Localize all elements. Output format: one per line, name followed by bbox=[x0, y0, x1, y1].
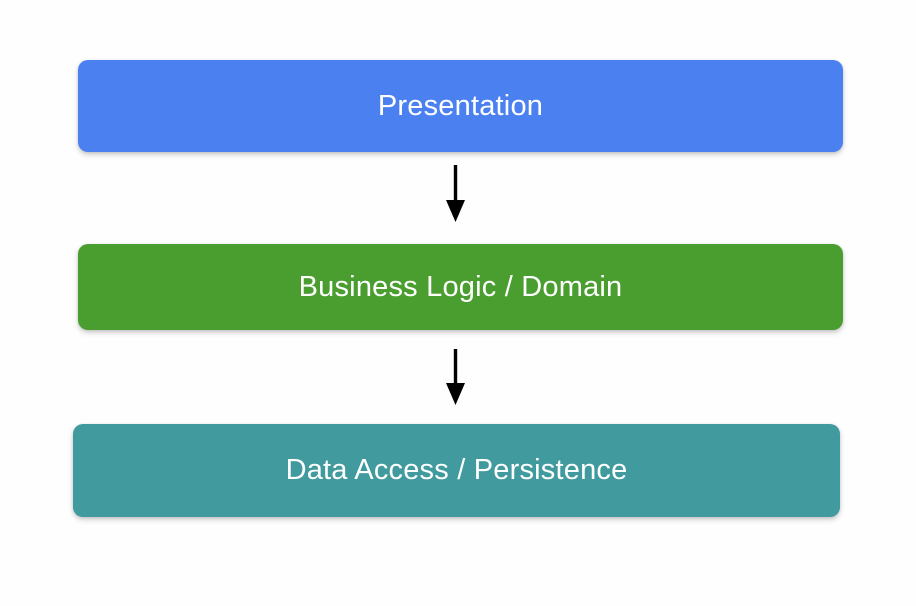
arrow-head-icon bbox=[446, 200, 465, 222]
arrow-presentation-to-business bbox=[446, 165, 465, 222]
layer-label-data-access: Data Access / Persistence bbox=[285, 454, 628, 486]
layer-label-business-logic: Business Logic / Domain bbox=[298, 270, 623, 303]
layer-box-business-logic[interactable]: Business Logic / Domain bbox=[78, 244, 843, 330]
layer-box-data-access[interactable]: Data Access / Persistence bbox=[73, 424, 840, 517]
layer-label-presentation: Presentation bbox=[377, 89, 544, 122]
layer-box-presentation[interactable]: Presentation bbox=[78, 60, 843, 152]
arrow-head-icon bbox=[446, 383, 465, 405]
arrow-business-to-data bbox=[446, 349, 465, 405]
